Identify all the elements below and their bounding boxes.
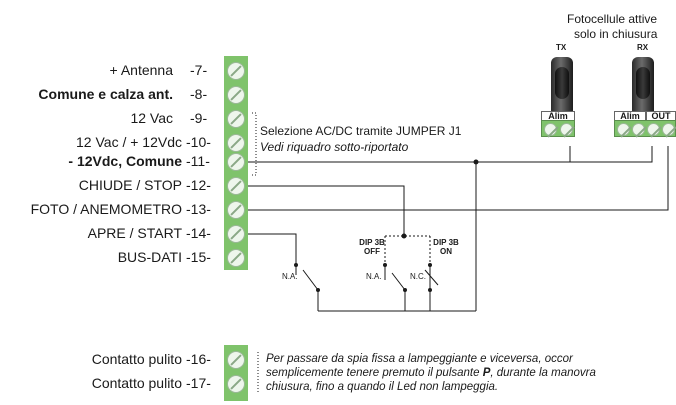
- bottom-note-line2-a: semplicemente tenere premuto il pulsante: [266, 367, 483, 379]
- screw-icon: [227, 86, 245, 104]
- terminal-label: Comune e calza ant.: [38, 86, 173, 102]
- bottom-note-line2-bold: P: [482, 367, 491, 379]
- jumper-note-line2: Vedi riquadro sotto-riportato: [260, 140, 409, 154]
- switch-nc-blade: [424, 269, 439, 286]
- terminal-label: 12 Vac / + 12Vdc: [76, 134, 182, 150]
- terminal-label: BUS-DATI: [117, 249, 182, 265]
- terminal-number: -17-: [186, 375, 211, 391]
- tx-terminal: [541, 120, 575, 137]
- terminal-number: -13-: [186, 201, 211, 217]
- terminal-number: -15-: [186, 249, 211, 265]
- terminal-number: -9-: [190, 110, 208, 126]
- terminal-label: Contatto pulito: [91, 351, 182, 367]
- photocells-title-line1: Fotocellule attive: [567, 12, 658, 26]
- dip-off-line2: OFF: [364, 247, 380, 256]
- screw-icon: [227, 375, 245, 393]
- terminal-number: -10-: [186, 134, 211, 150]
- photocells-title-line2: solo in chiusura: [574, 27, 658, 41]
- screw-icon: [647, 123, 660, 136]
- terminal-number: -8-: [190, 86, 208, 102]
- rx-label: RX: [637, 43, 649, 52]
- junction-dot: [401, 233, 407, 239]
- contact-nc-label: N.C.: [410, 272, 426, 281]
- dip-link: [384, 235, 431, 265]
- screw-icon: [227, 225, 245, 243]
- terminal-label: APRE / START: [87, 225, 182, 241]
- screw-icon: [227, 110, 245, 128]
- jumper-note-line1: Selezione AC/DC tramite JUMPER J1: [260, 124, 462, 138]
- terminal-label: - 12Vdc, Comune: [68, 153, 182, 169]
- switch-na1: [295, 265, 319, 311]
- screw-icon: [227, 351, 245, 369]
- dip-on-label: DIP 3B ON: [432, 238, 460, 256]
- rx-lens: [636, 67, 650, 99]
- contact-na1-label: N.A.: [282, 272, 298, 281]
- screw-icon: [632, 123, 645, 136]
- junction-dot: [383, 263, 387, 267]
- screw-icon: [544, 123, 557, 136]
- dip-off-label: DIP 3B OFF: [358, 238, 386, 256]
- terminal-label: + Antenna: [109, 62, 173, 78]
- terminal-label: 12 Vac: [130, 110, 173, 126]
- junction-dot: [294, 263, 298, 267]
- bottom-note-line3: chiusura, fino a quando il Led non lampe…: [266, 381, 499, 393]
- screw-icon: [227, 153, 245, 171]
- screw-icon: [227, 62, 245, 80]
- switch-na2: [384, 265, 406, 311]
- tx-lens: [555, 67, 569, 99]
- bottom-note-line2: semplicemente tenere premuto il pulsante…: [266, 366, 596, 380]
- bottom-note-line1: Per passare da spia fissa a lampeggiante…: [266, 353, 573, 365]
- screw-icon: [662, 123, 675, 136]
- wire-foto: [248, 146, 669, 211]
- junction-dot: [428, 288, 432, 292]
- screw-icon: [617, 123, 630, 136]
- terminal-number: -16-: [186, 351, 211, 367]
- jumper-bracket: [252, 112, 257, 176]
- dip-off-line1: DIP 3B: [359, 238, 385, 247]
- terminal-number: -12-: [186, 177, 211, 193]
- rx-terminal: [614, 120, 676, 137]
- contact-na2-label: N.A.: [366, 272, 382, 281]
- terminal-number: -14-: [186, 225, 211, 241]
- dip-on-line1: DIP 3B: [433, 238, 459, 247]
- tx-label: TX: [556, 43, 567, 52]
- screw-icon: [227, 177, 245, 195]
- terminal-label: Contatto pulito: [91, 375, 182, 391]
- screw-icon: [227, 249, 245, 267]
- wire-chiude: [248, 185, 405, 210]
- terminal-number: -11-: [186, 153, 210, 169]
- screw-icon: [227, 201, 245, 219]
- dip-on-line2: ON: [440, 247, 452, 256]
- terminal-number: -7-: [190, 62, 208, 78]
- junction-dot: [473, 159, 479, 165]
- wire-common: [248, 146, 653, 163]
- terminal-label: FOTO / ANEMOMETRO: [30, 201, 182, 217]
- junction-dot: [316, 288, 320, 292]
- junction-dot: [428, 263, 432, 267]
- terminal-label: CHIUDE / STOP: [78, 177, 182, 193]
- screw-icon: [560, 123, 573, 136]
- wire-apre: [248, 233, 297, 265]
- junction-dot: [403, 288, 407, 292]
- bottom-note-line2-c: , durante la manovra: [490, 367, 596, 379]
- screw-icon: [227, 134, 245, 152]
